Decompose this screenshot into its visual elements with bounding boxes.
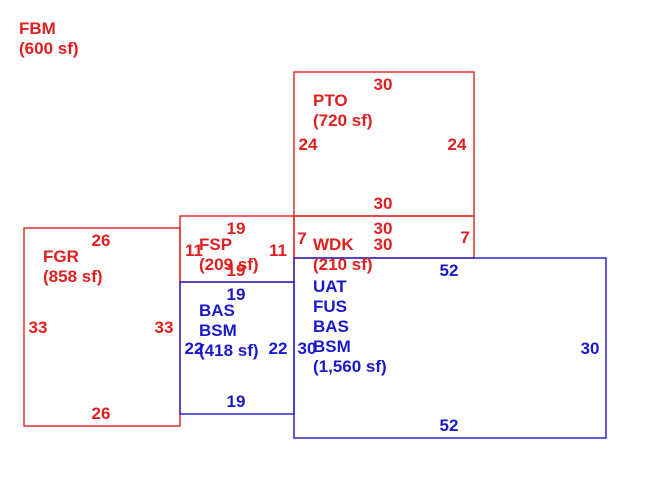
main-top-dim: 52 <box>440 261 459 280</box>
main-code-1: UAT <box>313 277 347 296</box>
pto-code: PTO <box>313 91 348 110</box>
fgr-left-dim: 33 <box>29 318 48 337</box>
fsp-code: FSP <box>199 235 232 254</box>
wdk-code: WDK <box>313 235 354 254</box>
main-code-4: BSM <box>313 337 351 356</box>
pto-area: (720 sf) <box>313 111 373 130</box>
fsp-area: (209 sf) <box>199 255 259 274</box>
fsp-right-dim: 11 <box>269 241 287 260</box>
main-area: (1,560 sf) <box>313 357 387 376</box>
fgr-top-dim: 26 <box>92 231 111 250</box>
bas-small-right-dim: 22 <box>269 339 288 358</box>
main-bottom-dim: 52 <box>440 416 459 435</box>
fgr-bottom-dim: 26 <box>92 404 111 423</box>
main-right-dim: 30 <box>581 339 600 358</box>
bas-small-bottom-dim: 19 <box>227 392 246 411</box>
main-code-2: FUS <box>313 297 347 316</box>
pto-left-dim: 24 <box>299 135 318 154</box>
fsp-bottom-dim: 19 <box>227 261 246 280</box>
fsp-top-dim: 19 <box>227 219 246 238</box>
fgr-area: (858 sf) <box>43 267 103 286</box>
fgr-code: FGR <box>43 247 79 266</box>
wdk-bottom-dim: 30 <box>374 235 393 254</box>
bas-small-code-1: BAS <box>199 301 235 320</box>
bas-small-area: (418 sf) <box>199 341 259 360</box>
bas-small-left-dim: 22 <box>185 339 204 358</box>
pto-bottom-dim: 30 <box>374 194 393 213</box>
fgr-right-dim: 33 <box>155 318 174 337</box>
wdk-area: (210 sf) <box>313 255 373 274</box>
wdk-top-dim: 30 <box>374 219 393 238</box>
pto-right-dim: 24 <box>448 135 467 154</box>
wdk-right-dim: 7 <box>460 228 469 247</box>
bas-small-code-2: BSM <box>199 321 237 340</box>
fbm-area: (600 sf) <box>19 39 79 58</box>
pto-top-dim: 30 <box>374 75 393 94</box>
fbm-code: FBM <box>19 19 56 38</box>
main-area-outline <box>293 257 607 439</box>
fsp-left-dim: 11 <box>185 241 203 260</box>
main-left-dim: 30 <box>298 339 317 358</box>
main-code-3: BAS <box>313 317 349 336</box>
wdk-left-dim: 7 <box>297 229 306 248</box>
bas-small-top-dim: 19 <box>227 285 246 304</box>
